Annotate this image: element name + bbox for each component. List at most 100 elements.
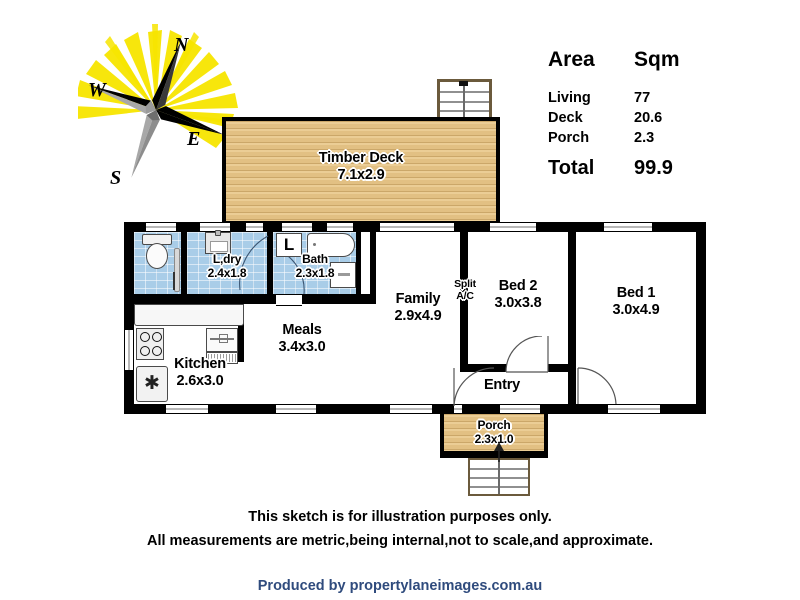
room-dims-meals: 3.4x3.0 xyxy=(278,339,326,356)
laundry-basin-line xyxy=(210,241,228,252)
cooktop-burner-icon xyxy=(152,332,162,342)
vanity-basin-icon xyxy=(338,273,350,276)
compass-north-label: N xyxy=(173,34,190,56)
window xyxy=(608,404,660,414)
wall-bed2-bed1 xyxy=(568,232,576,404)
table-row: Porch 2.3 xyxy=(548,128,728,148)
exterior-wall-top-right xyxy=(376,222,706,232)
step-line xyxy=(440,110,489,112)
split-ac-label-line2: A/C xyxy=(456,290,474,303)
interior-wall-laundry-bottom xyxy=(124,294,376,304)
room-name-kitchen: Kitchen xyxy=(174,356,226,372)
compass-east-label: E xyxy=(186,128,200,150)
wall-bath-right xyxy=(356,232,361,294)
disclaimer-line-2: All measurements are metric,being intern… xyxy=(146,533,654,549)
room-label-laundry: L,dry 2.4x1.8 xyxy=(182,252,272,280)
meals-floor xyxy=(244,304,376,404)
room-label-kitchen: Kitchen 2.6x3.0 xyxy=(150,356,250,390)
toilet-bowl-icon xyxy=(146,243,168,269)
room-name-timber-deck: Timber Deck xyxy=(318,150,404,166)
exterior-wall-right xyxy=(696,222,706,414)
window xyxy=(124,330,134,370)
timber-deck-floor xyxy=(226,121,496,221)
room-label-meals: Meals 3.4x3.0 xyxy=(246,322,358,356)
split-ac-marker: Split A/C xyxy=(440,278,490,303)
room-dims-laundry: 2.4x1.8 xyxy=(207,266,247,281)
fridge-star-icon: ✱ xyxy=(144,373,160,394)
area-total-label: Total xyxy=(548,157,595,179)
window xyxy=(246,222,263,232)
room-label-bed1: Bed 1 3.0x4.9 xyxy=(578,285,694,319)
window xyxy=(490,222,536,232)
area-summary-table: Area Sqm Living 77 Deck 20.6 Porch 2.3 T… xyxy=(548,48,728,180)
dishwasher-grill-icon xyxy=(208,354,236,362)
exterior-wall-left-upper xyxy=(124,222,134,304)
compass-rose: N E S W xyxy=(78,18,243,203)
room-label-timber-deck: Timber Deck 7.1x2.9 xyxy=(238,150,484,184)
window xyxy=(500,404,540,414)
room-name-laundry: L,dry xyxy=(212,252,242,266)
room-name-bed1: Bed 1 xyxy=(616,285,656,301)
room-dims-bed1: 3.0x4.9 xyxy=(612,302,660,319)
room-dims-timber-deck: 7.1x2.9 xyxy=(337,167,385,184)
door-opening-laundry-hall[interactable] xyxy=(276,294,302,306)
kitchen-sink-icon xyxy=(206,328,238,352)
window xyxy=(146,222,176,232)
fridge-icon xyxy=(136,366,168,402)
door-entry[interactable] xyxy=(452,366,496,406)
entry-door-opening[interactable] xyxy=(454,404,462,414)
wc-rail-icon xyxy=(174,248,180,292)
linen-closet-label: L xyxy=(283,235,295,254)
area-row-label-living: Living xyxy=(548,90,591,106)
step-direction-arrow-icon xyxy=(459,81,468,86)
room-name-meals: Meals xyxy=(282,322,322,338)
sink-tap-icon xyxy=(210,338,234,340)
door-laundry[interactable] xyxy=(236,234,270,292)
room-name-bed2: Bed 2 xyxy=(498,278,538,294)
area-table-header: Area Sqm xyxy=(548,48,728,72)
window xyxy=(282,222,312,232)
room-dims-kitchen: 2.6x3.0 xyxy=(176,373,224,390)
sliding-door-to-deck[interactable] xyxy=(380,222,454,232)
wall-wc-laundry xyxy=(181,232,187,294)
cooktop-burner-icon xyxy=(152,346,162,356)
footer-block: This sketch is for illustration purposes… xyxy=(0,505,800,598)
area-row-label-porch: Porch xyxy=(548,130,590,146)
cooktop-burner-icon xyxy=(140,332,150,342)
room-name-porch: Porch xyxy=(477,418,511,432)
wall-laundry-bath xyxy=(267,232,273,294)
room-dims-porch: 2.3x1.0 xyxy=(474,432,514,447)
room-label-porch: Porch 2.3x1.0 xyxy=(444,418,544,446)
room-label-bed2: Bed 2 3.0x3.8 xyxy=(468,278,568,312)
room-name-bath: Bath xyxy=(302,252,328,266)
area-table-header-sqm: Sqm xyxy=(634,48,680,71)
producer-credit: Produced by propertylaneimages.com.au xyxy=(257,578,543,594)
step-line xyxy=(440,101,489,103)
window xyxy=(390,404,432,414)
room-dims-bed2: 3.0x3.8 xyxy=(494,295,542,312)
step-line xyxy=(440,91,489,93)
room-label-bath: Bath 2.3x1.8 xyxy=(272,252,358,280)
wall-meals-family xyxy=(370,232,376,294)
area-row-value-living: 77 xyxy=(634,90,651,106)
room-name-family: Family xyxy=(395,291,441,307)
area-total-row: Total 99.9 xyxy=(548,157,728,180)
door-bed2[interactable] xyxy=(504,336,550,374)
entry-label: Entry xyxy=(483,377,521,393)
step-center-line xyxy=(498,460,500,494)
area-row-value-deck: 20.6 xyxy=(634,110,663,126)
door-bed1[interactable] xyxy=(576,366,620,406)
wall-kitchen-stub xyxy=(238,304,244,362)
window xyxy=(327,222,353,232)
room-dims-family: 2.9x4.9 xyxy=(394,308,442,325)
table-row: Deck 20.6 xyxy=(548,108,728,128)
bathtub-drain-icon xyxy=(313,243,316,246)
table-row: Living 77 xyxy=(548,88,728,108)
area-total-value: 99.9 xyxy=(634,157,673,179)
porch-floor xyxy=(444,414,544,451)
split-ac-label-line1: Split xyxy=(454,278,476,290)
room-dims-bath: 2.3x1.8 xyxy=(295,266,335,281)
window xyxy=(276,404,316,414)
area-row-value-porch: 2.3 xyxy=(634,130,655,146)
